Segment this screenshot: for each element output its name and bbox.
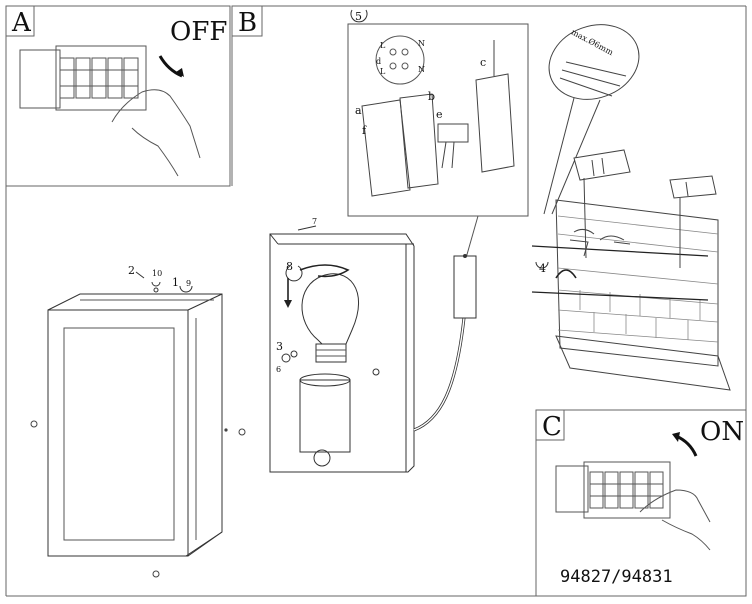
label-f: f [362,124,367,137]
callout-1: 1 [172,276,179,289]
model-numbers: 94827/94831 [560,567,673,587]
brick-wall [555,199,731,391]
panel-a-letter: A [11,8,32,38]
off-arrowhead-icon [176,68,184,77]
callout-7: 7 [312,217,317,226]
callout-6: 6 [276,365,281,374]
callout-2: 2 [128,264,135,277]
leader-line [465,215,479,259]
callout-9: 9 [186,279,191,288]
side-screw-left [30,420,38,428]
panel-c-letter: C [542,412,562,442]
terminal-l-top: L [380,41,386,50]
callout-5: 5 [355,10,362,23]
wall-plug-left [573,149,631,259]
panel-a-letter-box [5,5,35,37]
panel-b-letter-box [231,5,263,37]
callout-8: 8 [286,260,293,273]
lamp-housing: 2 10 1 9 [30,264,246,578]
wiring-detail-frame [347,23,529,217]
switch-on-label: ON [700,417,744,447]
cable-spec-callout [548,24,640,100]
lamp-backplate: 7 8 3 6 [269,217,477,473]
junction-housing [475,73,515,173]
breaker-block-on-icon [555,461,671,519]
off-arrow-icon [158,55,183,78]
twist-arrow-icon [299,264,350,278]
bottom-screw [152,570,160,578]
wiring-detail: 5 L N d L N c a f b e [347,9,529,259]
label-e: e [436,108,443,121]
lamp-socket [299,379,351,453]
terminal-n-top: N [418,39,425,48]
glass-panel [63,327,175,541]
switch-off-label: OFF [170,17,227,47]
wall-plug-icon [573,228,625,241]
label-a: a [355,104,362,117]
side-screw-right [238,428,246,436]
label-b: b [428,90,435,103]
callout-3: 3 [276,340,283,353]
rotate-arrow-icon [555,269,577,279]
plate-screw [372,368,380,376]
callout-5-ring [350,9,368,23]
light-bulb-icon [301,273,360,345]
bracket-icon [569,239,631,257]
label-c: c [480,56,486,69]
callout-10: 10 [152,269,162,278]
panel-c: C ON 94827/94831 [535,409,747,597]
panel-b: B [5,5,747,597]
mount-plate-back [399,93,439,189]
panel-c-frame [535,409,747,597]
breaker-block-icon [19,45,147,111]
cable-spec-label: max.Ø6mm [570,27,615,57]
terminal-closeup-circle [375,35,425,85]
terminal-l-bottom: L [380,67,386,76]
panel-b-letter: B [238,8,257,38]
power-cable [413,317,466,432]
on-arrowhead-icon [672,432,680,442]
wall-cable-detail: max.Ø6mm [531,24,731,391]
backplate-outline [269,233,415,473]
hand-on-icon [639,489,711,551]
hand-icon [111,89,201,177]
wire-icon [441,141,455,169]
on-arrow-icon [675,434,698,457]
panel-a: A OFF [5,5,231,187]
terminal-n-bottom: N [418,65,425,74]
wall-plug-right [669,175,717,268]
terminal-d: d [376,57,381,66]
junction-box [453,255,477,319]
panel-a-frame [5,5,231,187]
down-arrow-icon [284,300,292,308]
panel-c-letter-box [535,409,565,441]
callout-4: 4 [539,262,546,275]
mount-plate-front [361,99,411,197]
terminal-block-icon [437,123,469,143]
